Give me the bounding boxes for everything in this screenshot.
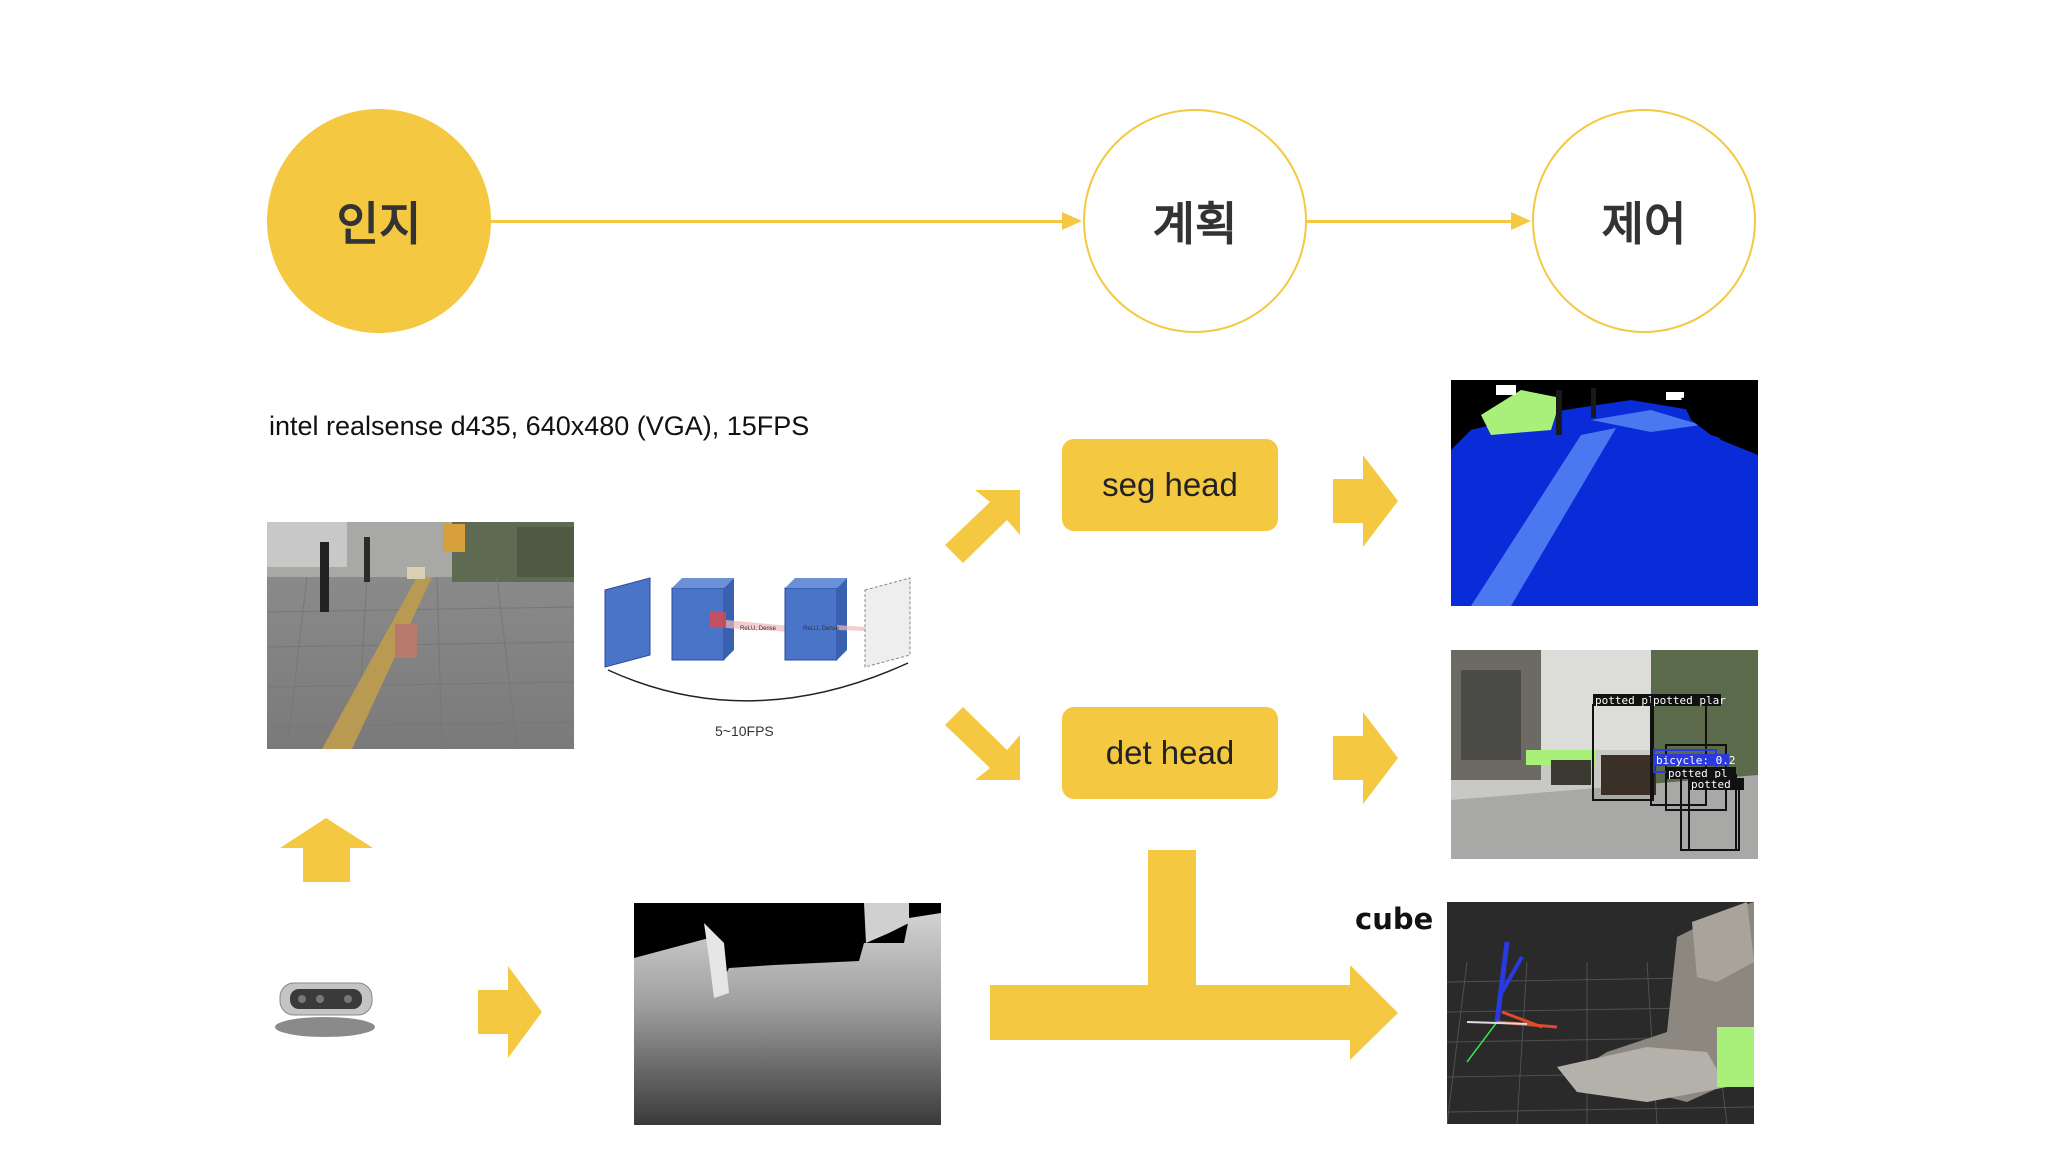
pointcloud-cube-image	[1447, 902, 1754, 1124]
arrow-to-seg-head	[945, 490, 1025, 570]
arrow-up-to-rgb	[280, 818, 373, 882]
network-label-2: ReLU, Dense	[803, 626, 840, 632]
stage-perception-node: 인지	[267, 109, 491, 333]
connector-arrowhead-1	[1062, 212, 1082, 230]
stage-planning-label: 계획	[1153, 188, 1238, 254]
cube-label: cube	[1355, 902, 1433, 936]
detection-label-1: potted pl	[1595, 694, 1655, 707]
realsense-camera-icon	[270, 975, 380, 1045]
rgb-input-image	[267, 522, 574, 749]
network-label-1: ReLU, Dense	[740, 626, 777, 632]
connector-perception-planning	[491, 220, 1073, 223]
detection-output-image: potted pl potted plar bicycle: 0.2 potte…	[1451, 650, 1758, 859]
segmentation-output-image	[1451, 380, 1758, 606]
rgb-street-scene	[267, 522, 574, 749]
depth-map	[634, 903, 941, 1125]
depth-map-image	[634, 903, 941, 1125]
arrow-to-seg-output	[1333, 455, 1398, 547]
detection-label-5: potted	[1691, 778, 1731, 791]
stage-control-label: 제어	[1602, 188, 1687, 254]
detection-scene: potted pl potted plar bicycle: 0.2 potte…	[1451, 650, 1758, 859]
sensor-caption: intel realsense d435, 640x480 (VGA), 15F…	[269, 411, 809, 442]
segmentation-mask	[1451, 380, 1758, 606]
det-head-box: det head	[1062, 707, 1278, 799]
stage-control-node: 제어	[1532, 109, 1756, 333]
arrow-to-depth	[478, 966, 542, 1058]
seg-head-box: seg head	[1062, 439, 1278, 531]
detection-label-3: bicycle: 0.2	[1656, 754, 1735, 767]
arrow-to-det-head	[945, 700, 1025, 780]
connector-planning-control	[1307, 220, 1522, 223]
det-head-label: det head	[1106, 734, 1234, 772]
network-diagram: ReLU, Dense ReLU, Dense	[600, 570, 920, 705]
network-fps-caption: 5~10FPS	[715, 723, 774, 739]
cnn-architecture-illustration: ReLU, Dense ReLU, Dense	[600, 570, 920, 705]
stage-perception-label: 인지	[337, 188, 422, 254]
arrow-to-cube	[990, 850, 1398, 1060]
detection-label-2: potted plar	[1653, 694, 1726, 707]
pointcloud-view	[1447, 902, 1754, 1124]
arrow-to-det-output	[1333, 712, 1398, 804]
connector-arrowhead-2	[1511, 212, 1531, 230]
stage-planning-node: 계획	[1083, 109, 1307, 333]
seg-head-label: seg head	[1102, 466, 1238, 504]
